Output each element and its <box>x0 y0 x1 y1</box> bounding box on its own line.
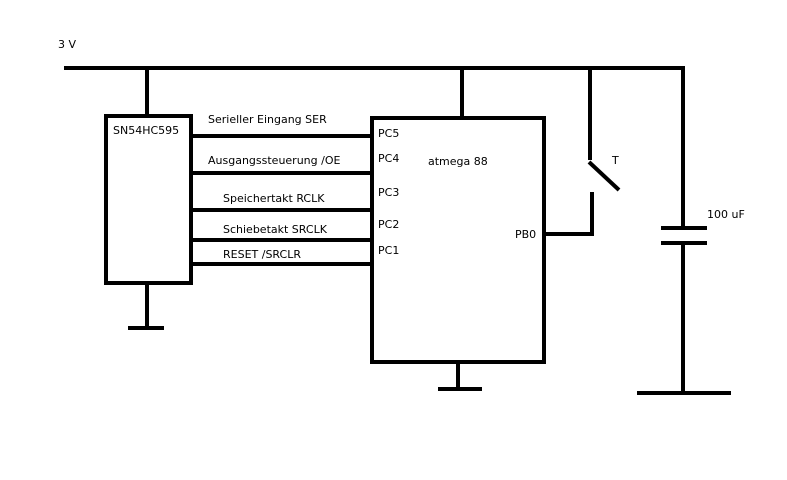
label-ser: Serieller Eingang SER <box>208 113 327 126</box>
supply-label: 3 V <box>58 38 76 51</box>
mcu-name: atmega 88 <box>428 155 488 168</box>
switch-label: T <box>611 154 619 167</box>
label-oe: Ausgangssteuerung /OE <box>208 154 340 167</box>
label-srclk: Schiebetakt SRCLK <box>223 223 328 236</box>
pin-pc5: PC5 <box>378 127 399 140</box>
switch-contact <box>587 160 621 192</box>
pin-pc2: PC2 <box>378 218 399 231</box>
label-rclk: Speichertakt RCLK <box>223 192 325 205</box>
capacitor-label: 100 uF <box>707 208 745 221</box>
label-srclr: RESET /SRCLR <box>223 248 301 261</box>
shift-register-name: SN54HC595 <box>113 124 179 137</box>
pin-pb0: PB0 <box>515 228 536 241</box>
pin-pc3: PC3 <box>378 186 399 199</box>
shift-register-box <box>104 114 193 285</box>
pin-pc1: PC1 <box>378 244 399 257</box>
pin-pc4: PC4 <box>378 152 399 165</box>
